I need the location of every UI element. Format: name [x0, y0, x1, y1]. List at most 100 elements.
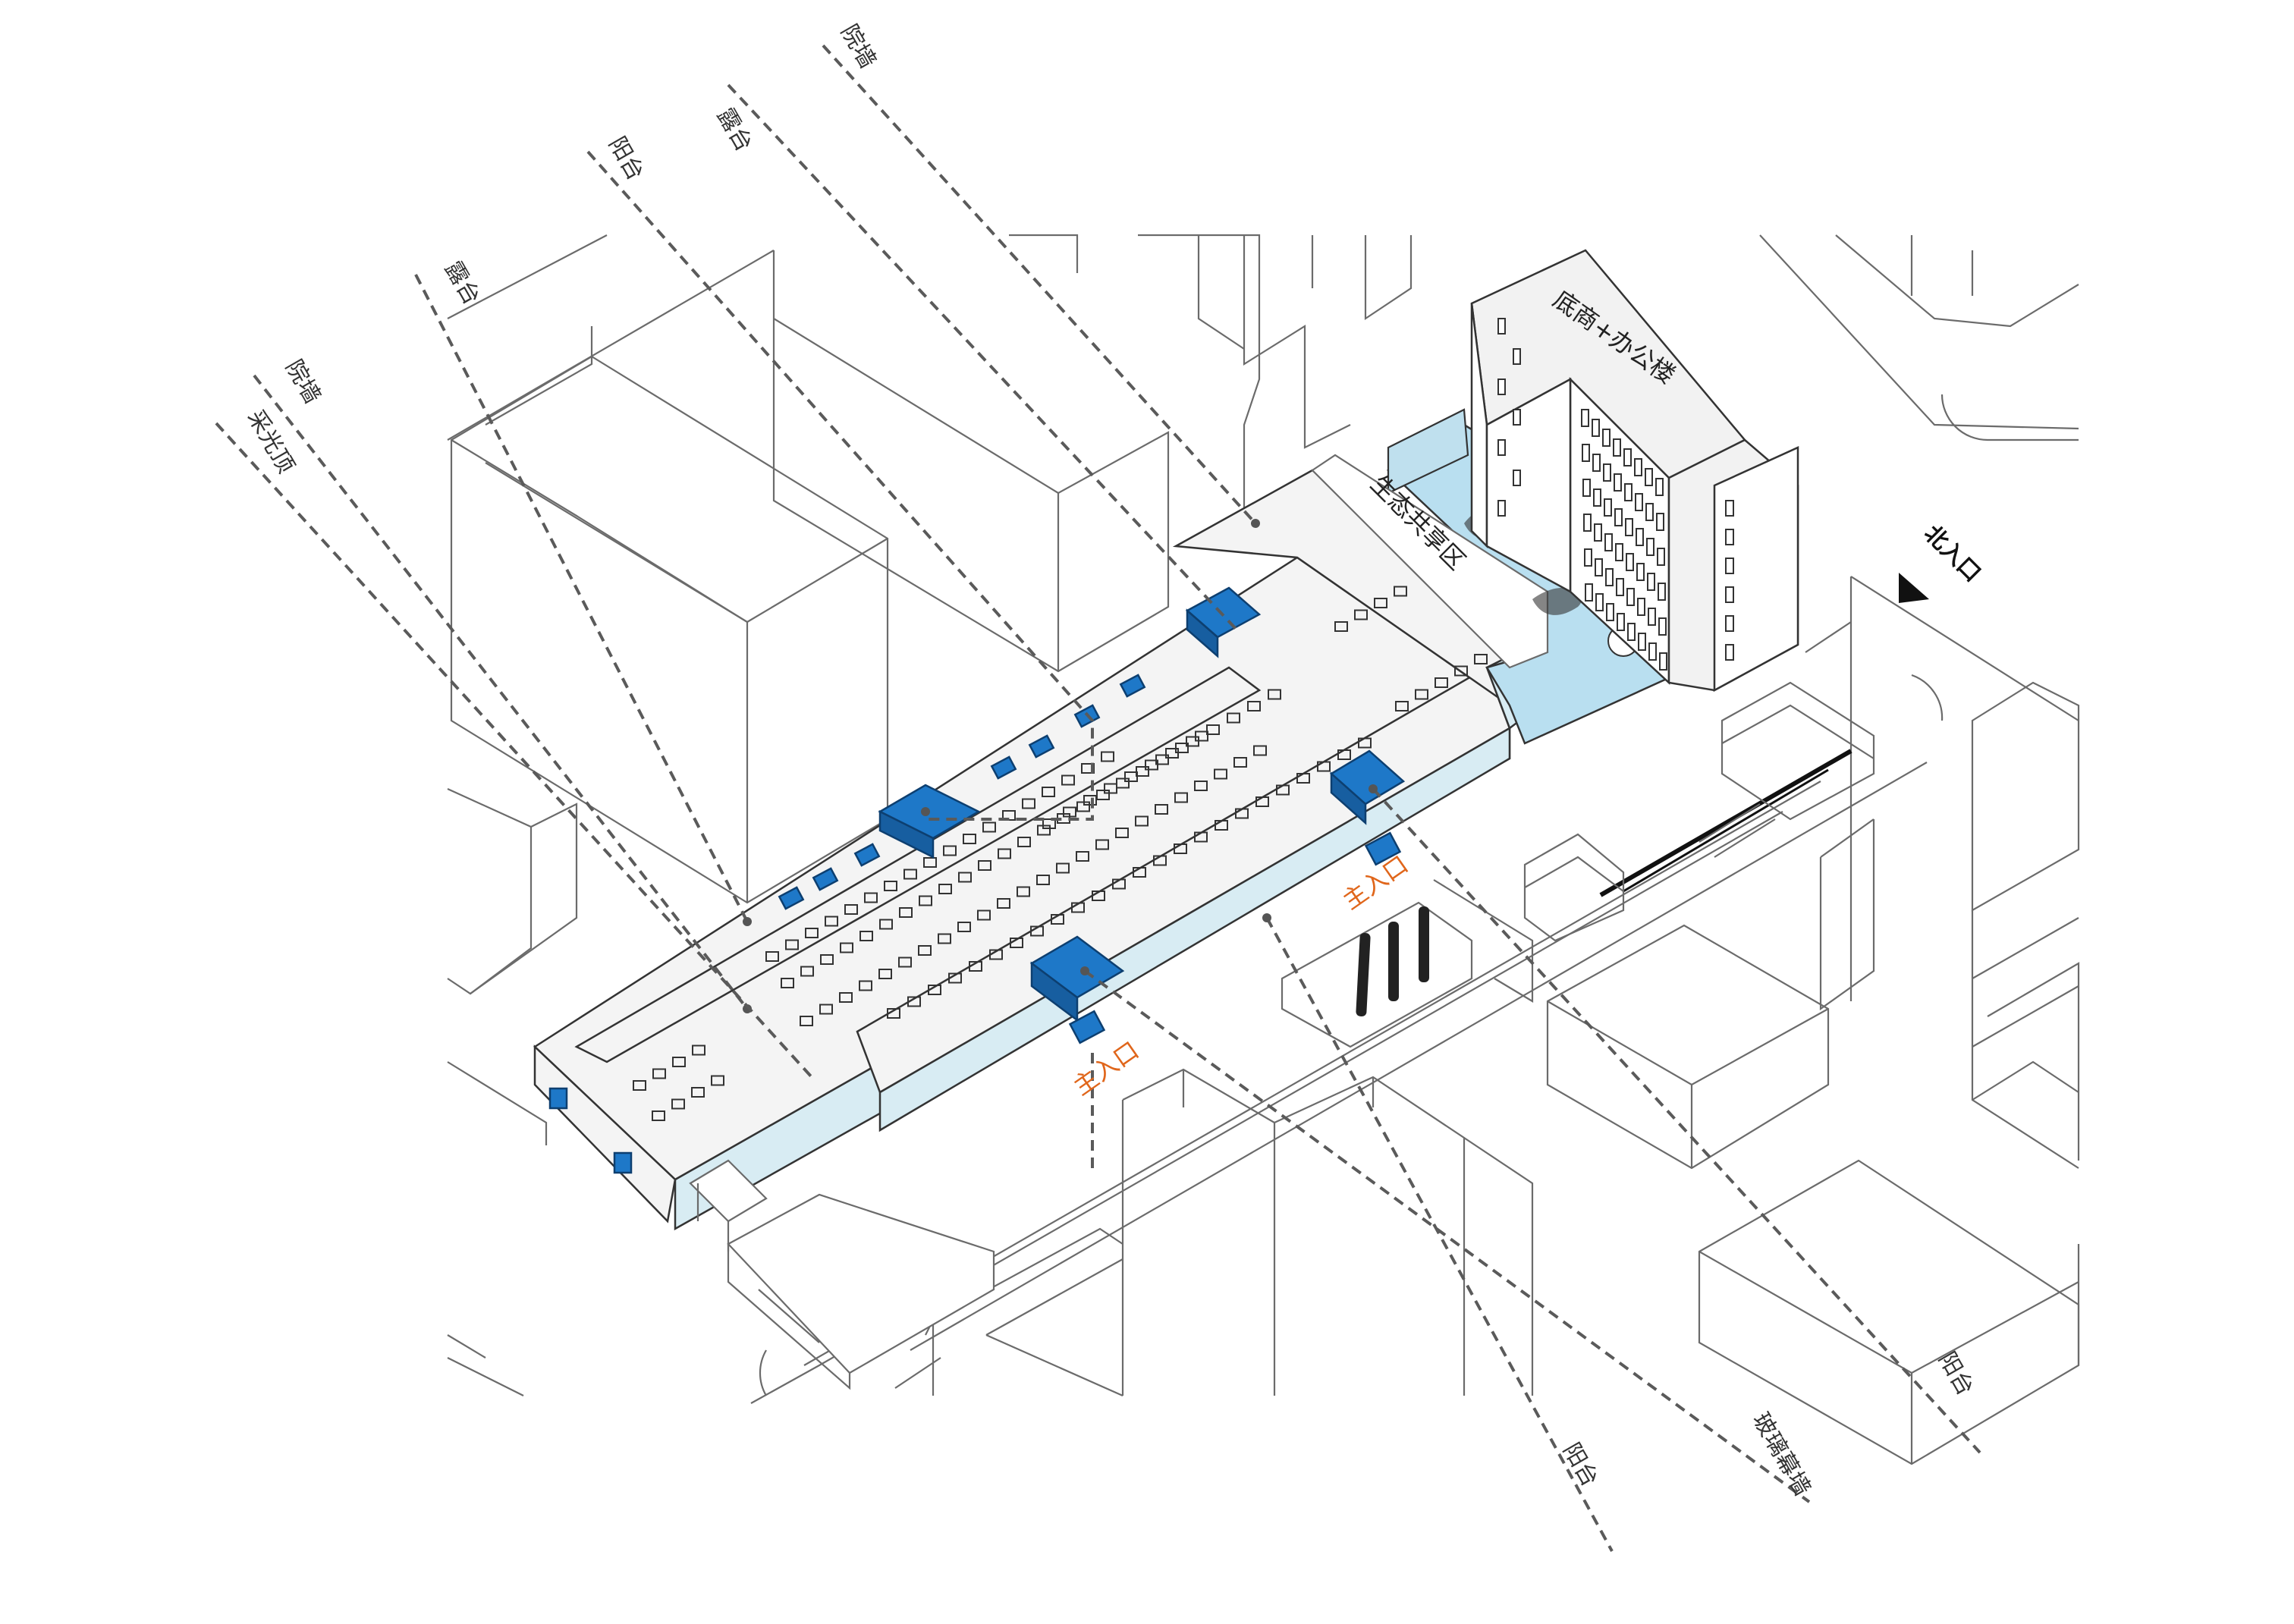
skylight-window — [938, 933, 951, 944]
skylight-window — [918, 945, 932, 956]
skylight-window — [652, 1110, 665, 1121]
skylight-window — [1358, 737, 1372, 749]
skylight-window — [923, 857, 937, 868]
office-window — [1584, 548, 1592, 567]
office-window — [1648, 642, 1657, 661]
office-window — [1725, 529, 1734, 545]
office-window — [1658, 583, 1666, 601]
skylight-window — [1112, 878, 1126, 890]
skylight-window — [1115, 828, 1129, 838]
skylight-window — [633, 1080, 646, 1091]
skylight-window — [1334, 621, 1348, 632]
skylight-window — [840, 942, 853, 953]
skylight-window — [1056, 862, 1070, 874]
skylight-window — [820, 954, 834, 965]
office-window-grid — [1497, 318, 1734, 671]
office-window — [1647, 573, 1655, 591]
skylight-window — [879, 919, 893, 930]
skylight-window — [819, 1004, 833, 1015]
skylight-window — [859, 931, 873, 941]
skylight-window — [1174, 843, 1187, 854]
office-window — [1497, 439, 1506, 456]
office-window — [1513, 470, 1521, 486]
skylight-window — [672, 1057, 686, 1067]
skylight-window — [1042, 787, 1055, 797]
skylight-window — [989, 949, 1003, 960]
skylight-window — [1076, 851, 1089, 862]
office-window — [1645, 468, 1653, 486]
office-window — [1592, 419, 1600, 437]
skylight-window — [1104, 783, 1117, 794]
skylight-window — [887, 1008, 900, 1019]
skylight-window — [899, 907, 913, 918]
skylight-window — [1194, 781, 1208, 791]
office-window — [1604, 498, 1612, 517]
skylight-window — [938, 884, 952, 894]
office-window — [1582, 444, 1590, 462]
office-window — [1623, 448, 1632, 466]
skylight-window — [1454, 665, 1468, 677]
office-window — [1581, 409, 1589, 427]
skylight-window — [1145, 759, 1158, 771]
office-window — [1626, 588, 1635, 606]
skylight-window — [711, 1075, 724, 1086]
skylight-window — [998, 848, 1011, 859]
office-window — [1593, 488, 1601, 507]
office-window — [1497, 500, 1506, 517]
office-window — [1592, 454, 1601, 472]
skylight-window — [1153, 855, 1167, 866]
skylight-window — [919, 895, 932, 906]
skylight-window — [1063, 806, 1076, 818]
office-window — [1603, 463, 1611, 482]
skylight-window — [1174, 792, 1188, 803]
skylight-window — [969, 961, 982, 972]
skylight-window — [1255, 796, 1269, 807]
office-window — [1614, 508, 1623, 526]
skylight-window — [1133, 867, 1146, 878]
office-window — [1614, 473, 1622, 492]
skylight-window — [1268, 689, 1281, 700]
skylight-window — [1155, 804, 1168, 815]
office-window — [1725, 615, 1734, 632]
skylight-window — [884, 881, 897, 891]
skylight-window — [1247, 701, 1261, 711]
skylight-window — [671, 1098, 685, 1110]
skylight-window — [1235, 808, 1249, 819]
office-window — [1615, 543, 1623, 561]
skylight-window — [1233, 757, 1247, 768]
skylight-window — [800, 966, 814, 977]
skylight-window — [844, 904, 858, 915]
office-window — [1648, 608, 1656, 626]
office-window — [1636, 528, 1644, 546]
skylight-window — [859, 980, 872, 991]
skylight-window — [963, 834, 976, 844]
skylight-window — [1051, 914, 1064, 925]
office-window — [1617, 613, 1625, 631]
skylight-window — [1083, 795, 1097, 806]
skylight-row — [633, 586, 1488, 1121]
office-window — [1605, 568, 1614, 586]
skylight-window — [1337, 749, 1351, 760]
skylight-window — [781, 978, 794, 988]
office-window — [1624, 483, 1633, 501]
office-building — [1470, 249, 1799, 693]
skylight-window — [1010, 938, 1023, 948]
skylight-window — [907, 996, 921, 1007]
skylight-window — [1071, 902, 1085, 913]
skylight-window — [1030, 925, 1044, 937]
office-window — [1636, 563, 1645, 581]
office-window — [1604, 533, 1613, 551]
leader-lines — [215, 44, 1981, 1552]
skylight-window — [864, 892, 878, 903]
skylight-window — [785, 939, 799, 950]
skylight-window — [958, 872, 972, 883]
office-window — [1595, 593, 1604, 611]
context-buildings — [447, 234, 2080, 1465]
label-skylight: 采光顶 — [242, 406, 299, 478]
skylight-window — [1317, 761, 1331, 772]
skylight-window — [928, 985, 941, 995]
office-window — [1659, 652, 1667, 671]
main-building — [533, 469, 1541, 1390]
office-window — [1656, 513, 1664, 531]
